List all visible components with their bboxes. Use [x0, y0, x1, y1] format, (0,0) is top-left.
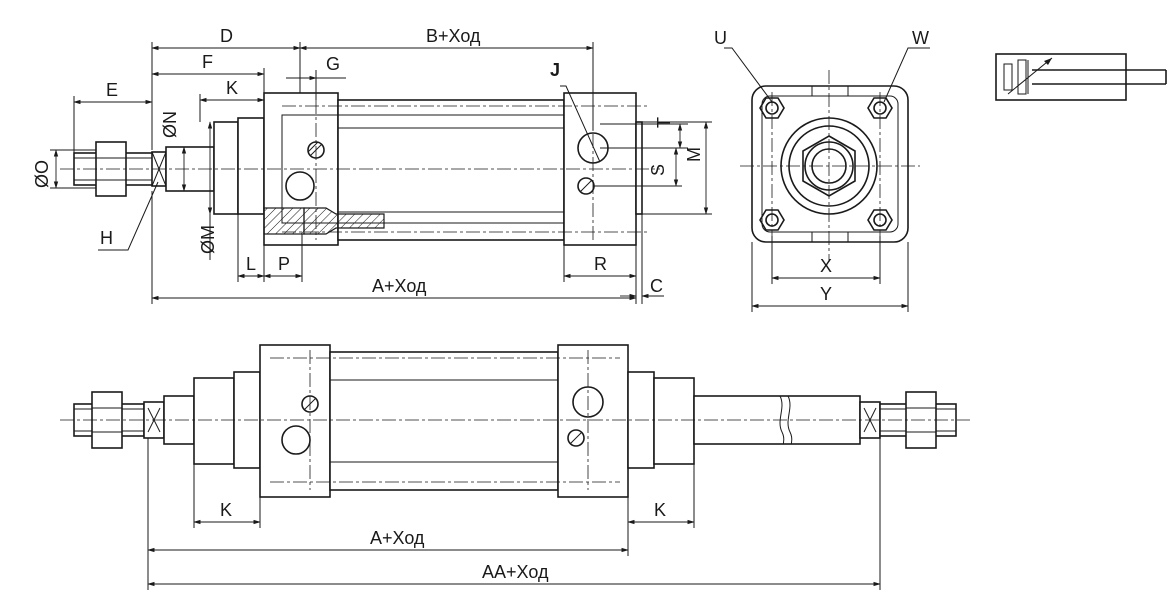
label-K-left: K	[220, 500, 232, 520]
label-C: C	[650, 276, 663, 296]
label-G: G	[326, 54, 340, 74]
bottom-view	[60, 344, 970, 498]
bottom-view-labels: K K A+Ход AA+Ход	[220, 500, 666, 582]
label-B-stroke: B+Ход	[426, 26, 481, 46]
side-view-dimensions	[50, 42, 712, 304]
cylinder-symbol-icon	[995, 53, 1167, 101]
label-E: E	[106, 80, 118, 100]
label-H: H	[100, 228, 113, 248]
label-N: ØN	[160, 111, 180, 138]
end-view-labels: U W X Y	[714, 28, 929, 304]
label-A-stroke: A+Ход	[372, 276, 427, 296]
label-X: X	[820, 256, 832, 276]
label-W: W	[912, 28, 929, 48]
label-AA-stroke: AA+Ход	[482, 562, 549, 582]
label-Y: Y	[820, 284, 832, 304]
label-D: D	[220, 26, 233, 46]
label-A-stroke-bottom: A+Ход	[370, 528, 425, 548]
side-view-labels: D B+Ход F G J E K ØN ØO ØM H L P R C T S…	[32, 26, 704, 296]
label-K-right: K	[654, 500, 666, 520]
label-K: K	[226, 78, 238, 98]
end-view-dimensions	[724, 47, 930, 312]
end-view	[740, 70, 920, 262]
label-M: M	[684, 147, 704, 162]
label-T: T	[654, 117, 674, 128]
bottom-view-dimensions	[147, 438, 881, 590]
side-view	[60, 88, 660, 246]
label-P: P	[278, 254, 290, 274]
label-R: R	[594, 254, 607, 274]
label-F: F	[202, 52, 213, 72]
label-S: S	[648, 164, 668, 176]
label-M-dia: ØM	[198, 225, 218, 254]
label-L: L	[246, 254, 256, 274]
label-U: U	[714, 28, 727, 48]
label-O: ØO	[32, 160, 52, 188]
label-J: J	[550, 60, 560, 80]
